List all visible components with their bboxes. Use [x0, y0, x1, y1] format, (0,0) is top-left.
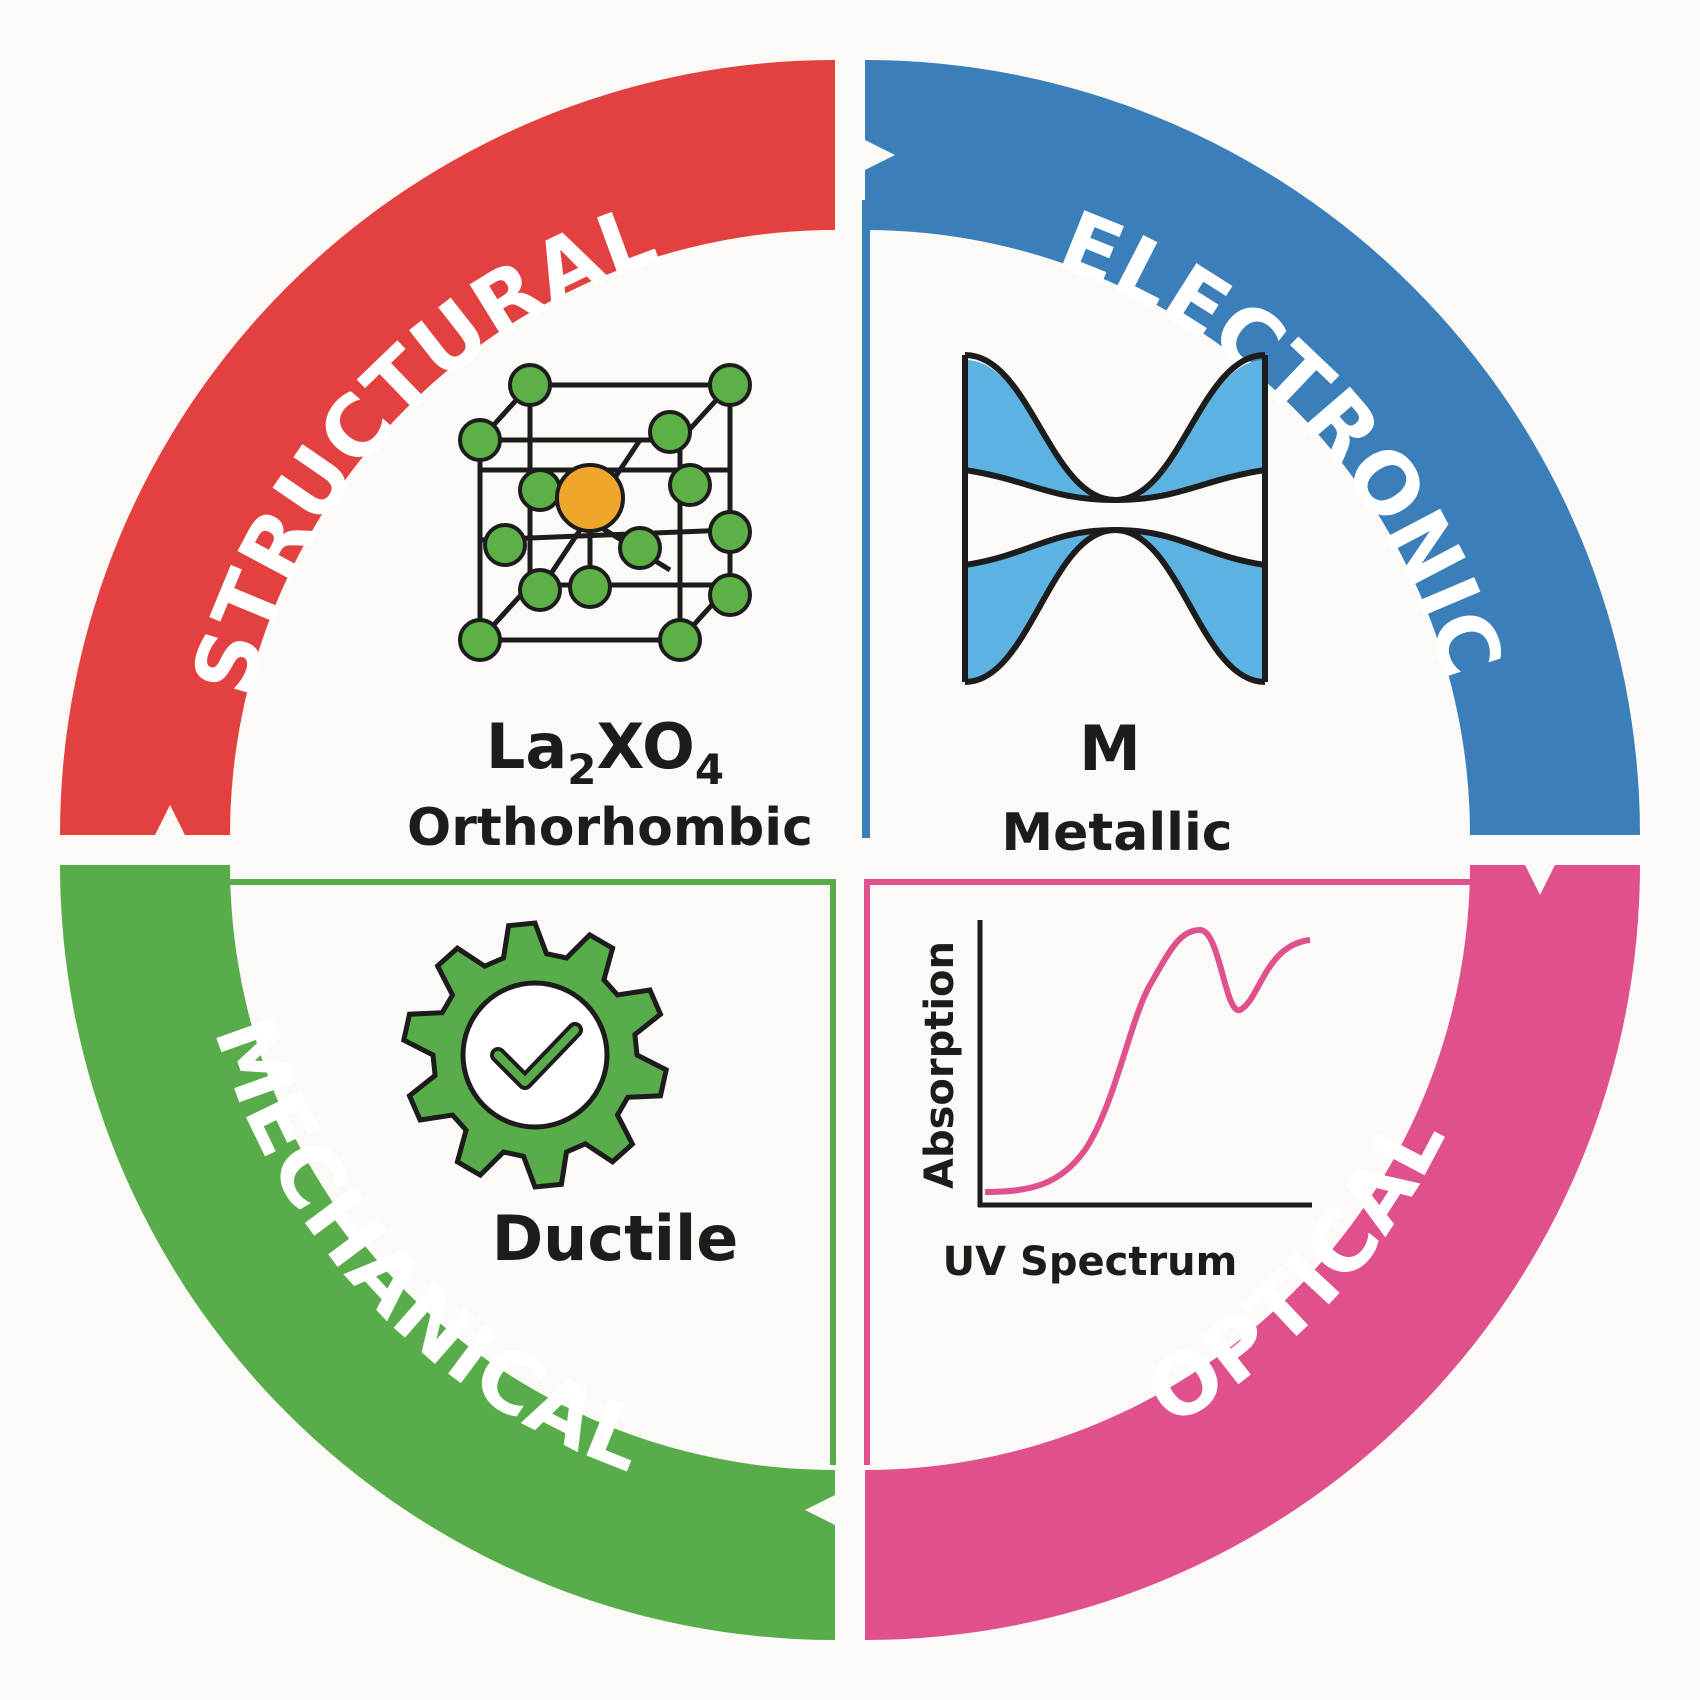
optical-band: [864, 865, 1640, 1640]
electronic-symbol: M: [1079, 712, 1141, 785]
mechanical-band: [60, 865, 836, 1640]
structural-formula: La2XO4: [486, 710, 724, 794]
gear-inner-circle: [460, 980, 610, 1130]
x-axis-label: UV Spectrum: [943, 1239, 1238, 1285]
electronic-caption: Metallic: [1001, 803, 1232, 863]
electronic-band: [862, 60, 1640, 838]
gear-check-icon: [400, 920, 670, 1190]
absorption-plot: Absorption UV Spectrum: [917, 920, 1312, 1285]
structural-band: [60, 60, 835, 835]
lower-band-fill: [965, 530, 1265, 680]
structural-band-shape: [60, 60, 835, 835]
lattice-atoms: [458, 363, 752, 662]
band-structure-icon: [962, 352, 1268, 685]
mechanical-inner-frame: [230, 879, 836, 1465]
mechanical-caption: Ductile: [492, 1202, 739, 1275]
optical-inner-frame: [864, 879, 1470, 1465]
central-atom: [555, 463, 625, 533]
check-icon-fill: [494, 1026, 579, 1086]
y-axis-label: Absorption: [917, 941, 963, 1189]
structural-caption: Orthorhombic: [407, 798, 813, 858]
optical-band-shape: [865, 865, 1640, 1640]
absorption-curve: [984, 926, 1311, 1195]
mechanical-band-shape: [60, 865, 835, 1640]
upper-band-fill: [965, 360, 1265, 500]
electronic-band-shape: [865, 60, 1640, 835]
